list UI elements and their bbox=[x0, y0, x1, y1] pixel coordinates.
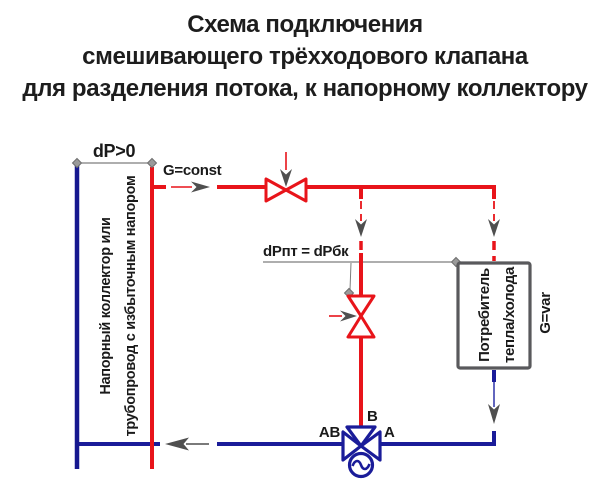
diagram-title: Схема подключения смешивающего трёхходов… bbox=[0, 9, 610, 105]
g-const-label: G=const bbox=[163, 162, 222, 179]
port-ab-label: AB bbox=[319, 424, 341, 441]
balance-valve bbox=[329, 294, 376, 339]
valve-body-bottom bbox=[346, 314, 376, 339]
consumer-label-line1: Потребитель bbox=[476, 268, 493, 362]
title-line-3: для разделения потока, к напорному колле… bbox=[22, 75, 588, 102]
manifold-label-line2: трубопровод с избыточным напором bbox=[123, 176, 139, 437]
riser-arrowhead-down-icon bbox=[355, 219, 367, 237]
valve-port-left bbox=[341, 430, 363, 462]
consumer-return-arrowhead-down-icon bbox=[488, 404, 500, 424]
valve-port-right bbox=[359, 430, 382, 462]
dp-equation-drop-line bbox=[349, 262, 352, 291]
valve-port-top bbox=[345, 425, 377, 448]
port-a-label: A bbox=[384, 424, 395, 441]
supply-valve bbox=[264, 152, 308, 203]
valve-actuator-arrowhead-right-icon bbox=[340, 310, 357, 322]
consumer-supply-drop bbox=[488, 187, 500, 261]
supply-flow-arrowhead-right-icon bbox=[191, 181, 210, 193]
consumer-box: Потребитель тепла/холода G=var bbox=[456, 261, 554, 370]
valve-body-top bbox=[346, 294, 376, 318]
valve-actuator-arrowhead-down-icon bbox=[280, 169, 292, 187]
pump-wave bbox=[351, 459, 371, 471]
riser-arrowhead-down-icon bbox=[488, 219, 500, 237]
manifold-label-line1: Напорный коллектор или bbox=[98, 217, 114, 394]
return-pipe-elbow bbox=[380, 431, 496, 446]
bypass-riser bbox=[355, 189, 367, 428]
title-line-2: смешивающего трёхходового клапана bbox=[82, 43, 528, 70]
valve-body-left bbox=[264, 177, 288, 203]
consumer-return-drop bbox=[488, 370, 500, 424]
dp-equation-label: dPпт = dPбк bbox=[263, 243, 349, 260]
pressure-manifold: dP>0 Напорный коллектор или трубопровод … bbox=[71, 141, 158, 469]
measure-diamond bbox=[71, 157, 83, 169]
g-var-label: G=var bbox=[537, 292, 554, 334]
three-way-valve: AB B A bbox=[319, 408, 395, 462]
return-flow-arrowhead-left-icon bbox=[165, 437, 189, 451]
consumer-label-line2: тепла/холода bbox=[501, 266, 518, 363]
port-b-label: B bbox=[367, 408, 378, 425]
supply-pipe: G=const bbox=[152, 162, 496, 193]
return-pipe bbox=[77, 431, 496, 451]
measure-diamond bbox=[146, 157, 158, 169]
consumer-box-frame bbox=[456, 261, 532, 370]
dp-manifold-label: dP>0 bbox=[93, 141, 136, 161]
valve-body-right bbox=[284, 177, 308, 203]
pump-icon bbox=[347, 451, 375, 479]
title-line-1: Схема подключения bbox=[187, 11, 423, 38]
